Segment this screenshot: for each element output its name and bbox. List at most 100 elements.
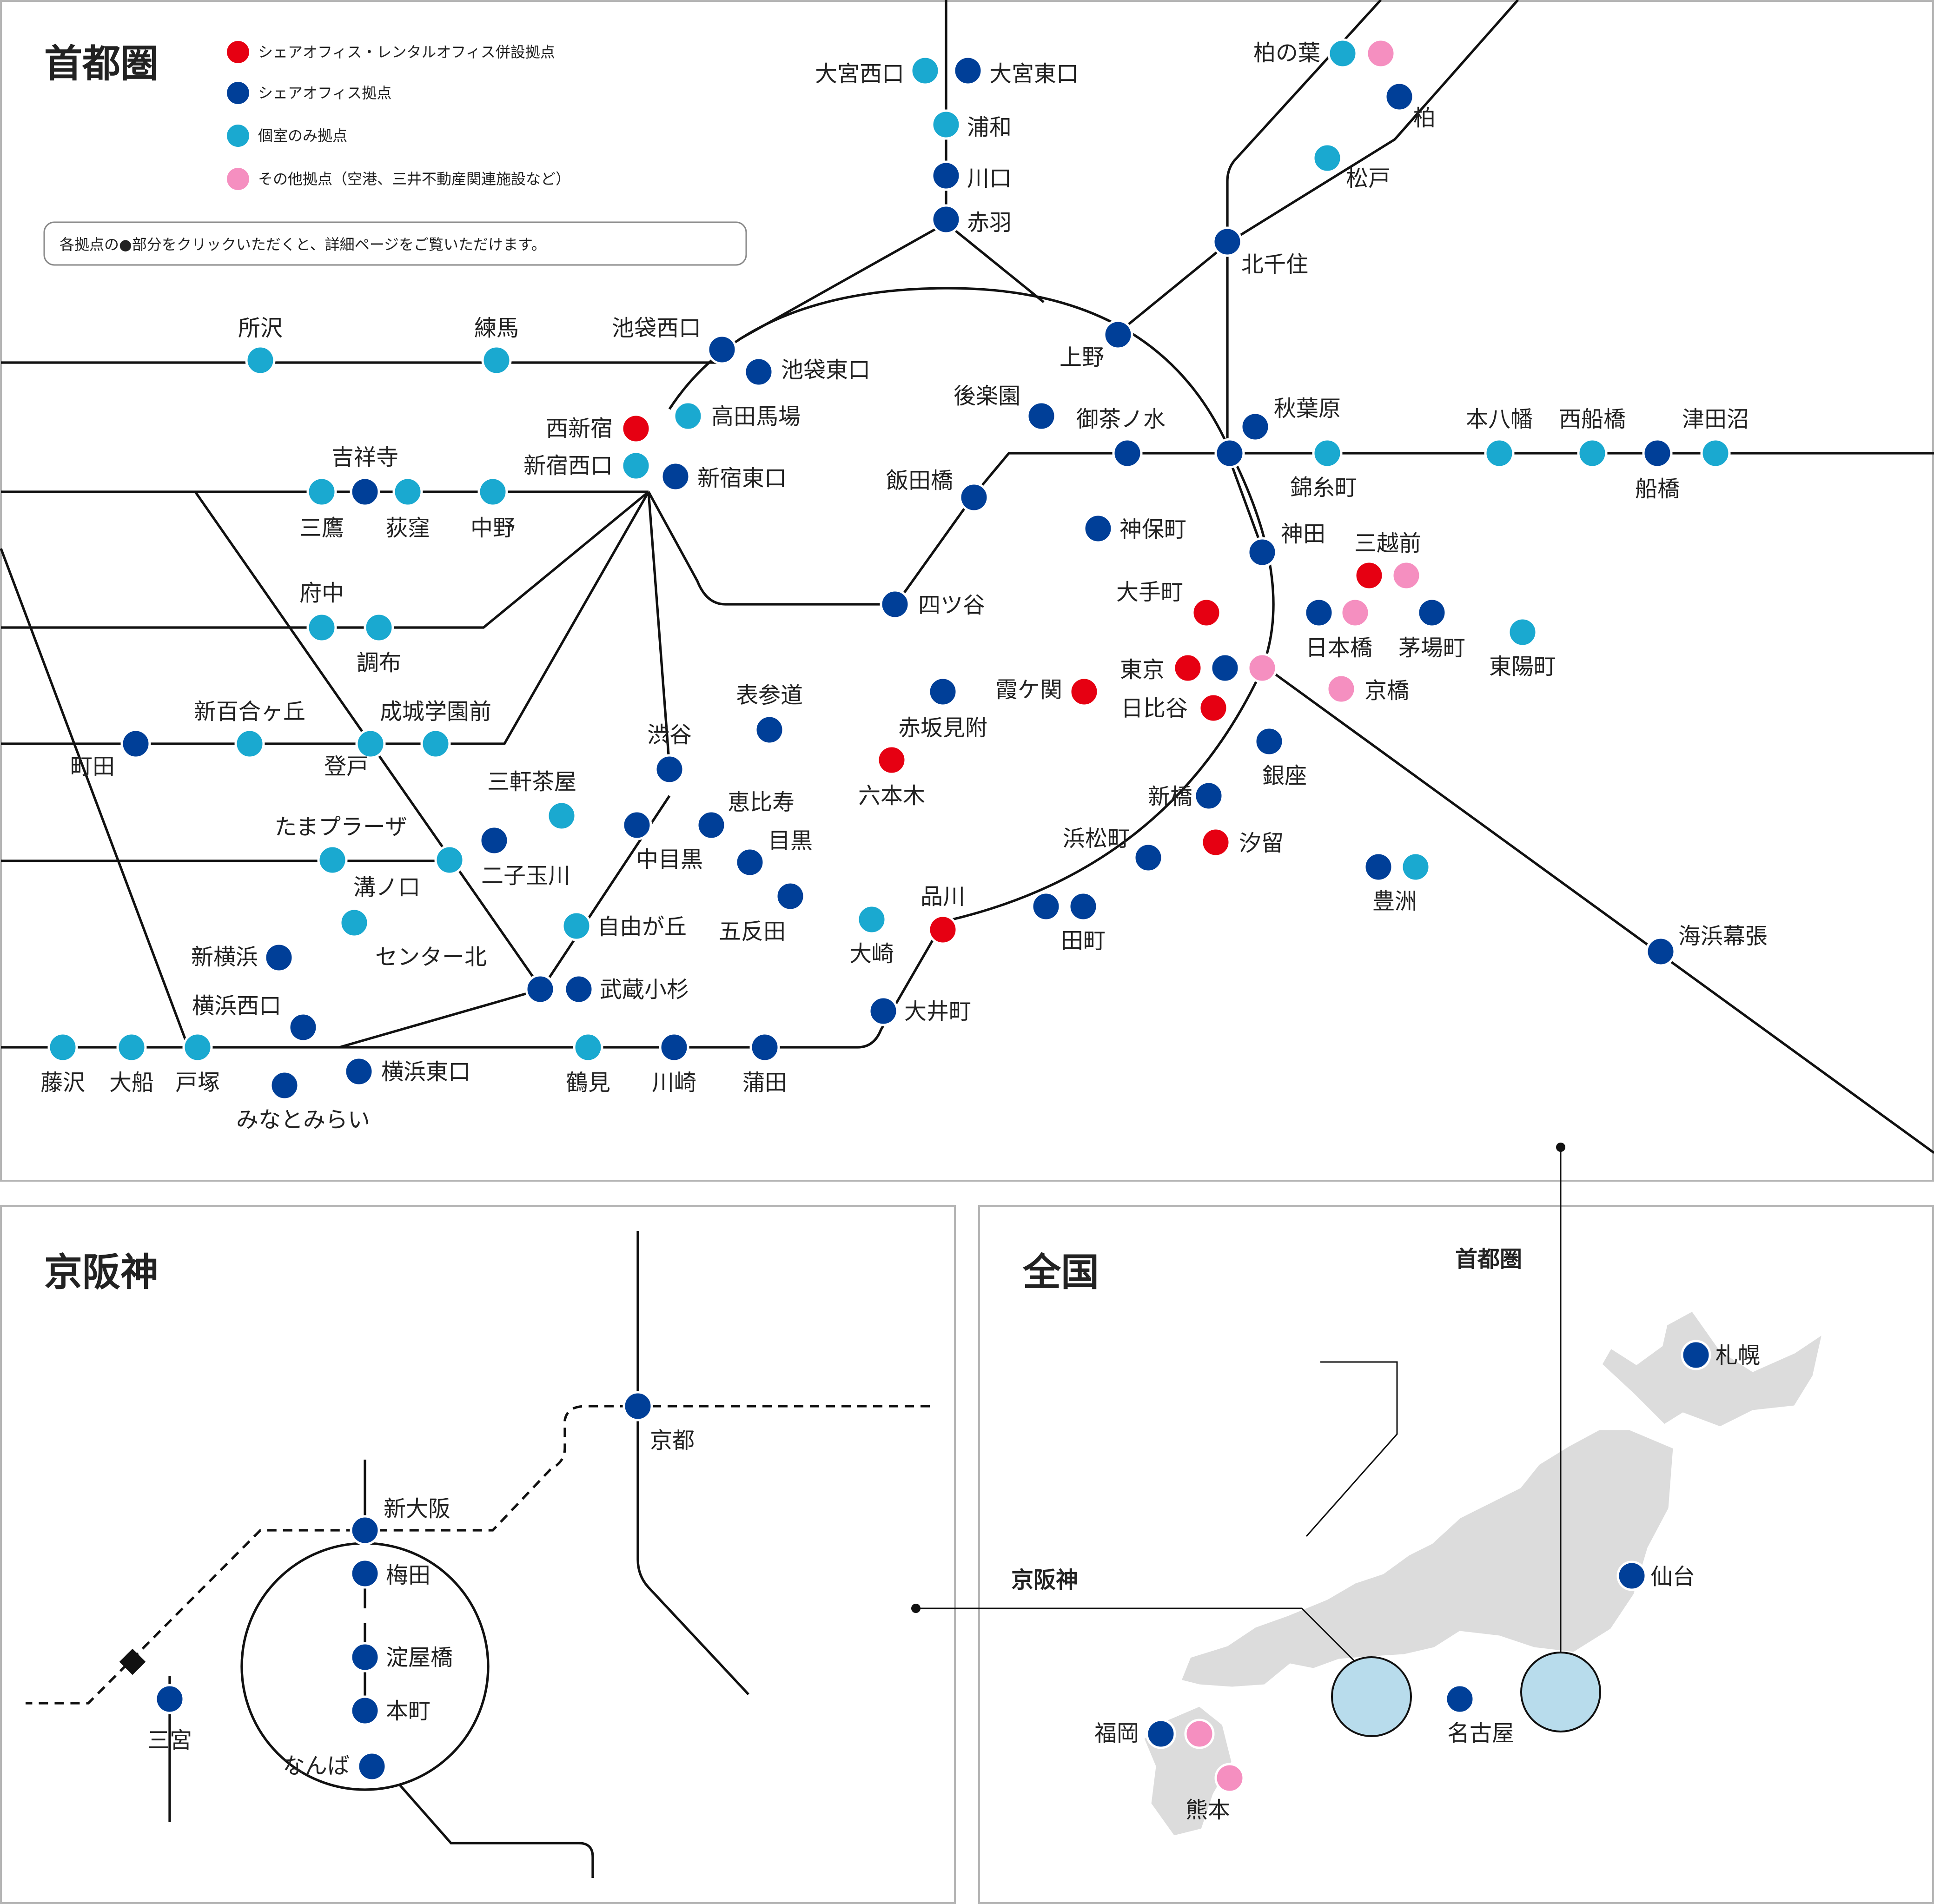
- station-marker-cyan[interactable]: [1312, 143, 1343, 173]
- station-marker-cyan[interactable]: [392, 476, 423, 507]
- station-marker-red[interactable]: [1069, 676, 1099, 707]
- station-marker-cyan[interactable]: [339, 907, 370, 938]
- station-marker-navy[interactable]: [1645, 936, 1676, 967]
- station-marker-red[interactable]: [1200, 827, 1231, 858]
- station-marker-cyan[interactable]: [1577, 438, 1608, 469]
- station-marker-red[interactable]: [876, 745, 907, 775]
- station-marker-cyan[interactable]: [420, 728, 451, 759]
- station-marker-pink[interactable]: [1184, 1719, 1215, 1749]
- station-marker-navy[interactable]: [622, 810, 652, 840]
- station-marker-cyan[interactable]: [1507, 617, 1538, 648]
- station-marker-cyan[interactable]: [910, 55, 941, 86]
- station-marker-navy[interactable]: [563, 974, 594, 1005]
- station-marker-cyan[interactable]: [317, 845, 348, 875]
- station-marker-navy[interactable]: [660, 461, 691, 492]
- station-marker-pink[interactable]: [1326, 674, 1357, 704]
- station-marker-navy[interactable]: [350, 476, 380, 507]
- station-marker-red[interactable]: [1191, 597, 1222, 628]
- station-marker-navy[interactable]: [350, 1695, 380, 1726]
- station-marker-navy[interactable]: [350, 1515, 380, 1546]
- station-marker-navy[interactable]: [269, 1070, 300, 1101]
- station-marker-navy[interactable]: [1254, 726, 1285, 757]
- station-marker-navy[interactable]: [754, 714, 785, 745]
- station-marker-navy[interactable]: [1031, 891, 1061, 922]
- station-marker-navy[interactable]: [1616, 1560, 1647, 1591]
- station-marker-cyan[interactable]: [546, 800, 577, 831]
- station-marker-navy[interactable]: [959, 482, 989, 513]
- station-marker-navy[interactable]: [1133, 842, 1164, 873]
- station-marker-navy[interactable]: [868, 996, 899, 1026]
- station-marker-red[interactable]: [621, 413, 651, 444]
- station-marker-navy[interactable]: [1193, 780, 1224, 811]
- station-marker-cyan[interactable]: [234, 728, 265, 759]
- station-marker-navy[interactable]: [654, 754, 685, 785]
- station-marker-cyan[interactable]: [434, 845, 465, 875]
- station-marker-navy[interactable]: [953, 55, 983, 86]
- station-marker-pink[interactable]: [1214, 1763, 1245, 1793]
- station-marker-navy[interactable]: [775, 881, 806, 912]
- station-marker-navy[interactable]: [525, 974, 556, 1005]
- station-marker-navy[interactable]: [749, 1032, 780, 1063]
- station-marker-navy[interactable]: [264, 942, 294, 973]
- station-marker-navy[interactable]: [735, 847, 765, 878]
- station-marker-navy[interactable]: [1210, 653, 1240, 683]
- station-marker-navy[interactable]: [1363, 852, 1394, 882]
- station-marker-cyan[interactable]: [364, 612, 394, 643]
- station-marker-navy[interactable]: [120, 728, 151, 759]
- station-marker-cyan[interactable]: [306, 476, 337, 507]
- station-marker-navy[interactable]: [344, 1056, 374, 1087]
- station-marker-navy[interactable]: [1068, 891, 1099, 922]
- station-marker-navy[interactable]: [1247, 537, 1278, 568]
- station-marker-navy[interactable]: [1642, 438, 1673, 469]
- station-marker-cyan[interactable]: [477, 476, 508, 507]
- station-marker-navy[interactable]: [1240, 411, 1271, 442]
- station-marker-pink[interactable]: [1365, 38, 1396, 69]
- station-marker-navy[interactable]: [154, 1684, 185, 1714]
- station-marker-red[interactable]: [1354, 560, 1384, 591]
- station-marker-cyan[interactable]: [621, 450, 651, 481]
- station-marker-cyan[interactable]: [673, 401, 703, 431]
- shutoken-region-circle[interactable]: [1520, 1652, 1601, 1732]
- station-marker-cyan[interactable]: [306, 612, 337, 643]
- station-marker-navy[interactable]: [743, 357, 774, 387]
- station-marker-cyan[interactable]: [1700, 438, 1731, 469]
- keihanshin-region-circle[interactable]: [1331, 1656, 1412, 1737]
- station-marker-cyan[interactable]: [931, 109, 961, 140]
- station-marker-navy[interactable]: [1304, 597, 1334, 628]
- station-marker-pink[interactable]: [1391, 560, 1422, 591]
- station-marker-cyan[interactable]: [355, 728, 386, 759]
- station-marker-pink[interactable]: [1247, 653, 1278, 683]
- station-marker-navy[interactable]: [357, 1751, 387, 1782]
- station-marker-navy[interactable]: [1103, 319, 1133, 350]
- station-marker-navy[interactable]: [931, 160, 961, 191]
- station-marker-navy[interactable]: [1444, 1684, 1475, 1714]
- station-marker-red[interactable]: [927, 914, 958, 945]
- station-marker-cyan[interactable]: [561, 911, 592, 941]
- station-marker-cyan[interactable]: [245, 345, 276, 376]
- station-marker-cyan[interactable]: [1327, 38, 1358, 69]
- station-marker-navy[interactable]: [927, 676, 958, 707]
- station-marker-navy[interactable]: [696, 810, 727, 840]
- station-marker-navy[interactable]: [1146, 1719, 1176, 1749]
- station-marker-cyan[interactable]: [182, 1032, 213, 1063]
- station-marker-navy[interactable]: [707, 334, 737, 365]
- station-marker-navy[interactable]: [623, 1391, 653, 1421]
- station-marker-navy[interactable]: [1083, 513, 1113, 544]
- station-marker-navy[interactable]: [880, 589, 910, 620]
- station-marker-pink[interactable]: [1340, 597, 1371, 628]
- station-marker-cyan[interactable]: [856, 904, 887, 935]
- station-marker-navy[interactable]: [659, 1032, 689, 1063]
- station-marker-red[interactable]: [1198, 693, 1229, 723]
- station-marker-navy[interactable]: [288, 1012, 318, 1043]
- station-marker-navy[interactable]: [1112, 438, 1143, 469]
- station-marker-navy[interactable]: [1681, 1340, 1711, 1370]
- station-marker-navy[interactable]: [931, 204, 961, 235]
- station-marker-cyan[interactable]: [1312, 438, 1343, 469]
- station-marker-cyan[interactable]: [481, 345, 512, 376]
- station-marker-navy[interactable]: [1214, 438, 1245, 469]
- station-marker-cyan[interactable]: [47, 1032, 78, 1063]
- station-marker-navy[interactable]: [1417, 597, 1447, 628]
- station-marker-cyan[interactable]: [116, 1032, 147, 1063]
- station-marker-navy[interactable]: [479, 825, 510, 856]
- station-marker-cyan[interactable]: [573, 1032, 603, 1063]
